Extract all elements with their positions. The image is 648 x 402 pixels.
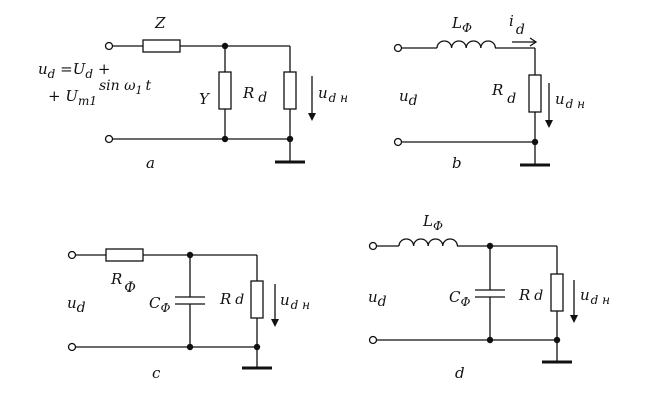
label-inductor: LФ bbox=[451, 14, 472, 35]
label-output-voltage: ud н bbox=[580, 286, 610, 307]
caption-c: c bbox=[152, 364, 161, 382]
junction-node bbox=[253, 343, 261, 351]
caption-a: a bbox=[146, 154, 155, 172]
input-terminal-top bbox=[104, 41, 114, 51]
label-capacitor: CФ bbox=[449, 288, 470, 309]
input-terminal-top bbox=[368, 241, 378, 251]
label-source-equation-line1: ud =Ud + bbox=[38, 60, 110, 81]
input-terminal-top bbox=[393, 43, 403, 53]
load-resistor bbox=[283, 71, 297, 110]
arrow-head bbox=[545, 120, 553, 128]
load-resistor bbox=[528, 74, 542, 113]
label-output-voltage: ud н bbox=[318, 84, 348, 105]
label-z: Z bbox=[154, 14, 166, 32]
admittance-y bbox=[218, 71, 232, 110]
caption-d: d bbox=[455, 364, 465, 382]
junction-node bbox=[531, 138, 539, 146]
filter-resistor bbox=[105, 248, 144, 262]
label-capacitor: CФ bbox=[149, 294, 170, 315]
arrow-head bbox=[570, 315, 578, 323]
input-terminal-bottom bbox=[393, 137, 403, 147]
load-resistor bbox=[550, 273, 564, 312]
inductor-l bbox=[436, 40, 497, 49]
arrow-head bbox=[271, 319, 279, 327]
input-terminal-bottom bbox=[104, 134, 114, 144]
junction-node bbox=[221, 135, 229, 143]
caption-b: b bbox=[452, 154, 462, 172]
load-resistor bbox=[250, 280, 264, 319]
arrow-head bbox=[308, 113, 316, 121]
junction-node bbox=[286, 135, 294, 143]
label-output-voltage: ud н bbox=[280, 291, 310, 312]
label-source-voltage: ud bbox=[67, 294, 86, 316]
label-y: Y bbox=[199, 90, 211, 108]
arrow-head bbox=[529, 37, 538, 47]
impedance-z bbox=[142, 39, 181, 53]
label-source-voltage: ud bbox=[368, 288, 387, 310]
input-terminal-bottom bbox=[67, 342, 77, 352]
inductor-l bbox=[398, 238, 459, 247]
label-output-voltage: ud н bbox=[555, 90, 585, 111]
input-terminal-bottom bbox=[368, 335, 378, 345]
junction-node bbox=[553, 336, 561, 344]
label-source-equation-line2: + Um1 bbox=[48, 87, 97, 108]
label-inductor: LФ bbox=[422, 212, 443, 233]
input-terminal-top bbox=[67, 250, 77, 260]
label-source-voltage: ud bbox=[399, 87, 418, 109]
